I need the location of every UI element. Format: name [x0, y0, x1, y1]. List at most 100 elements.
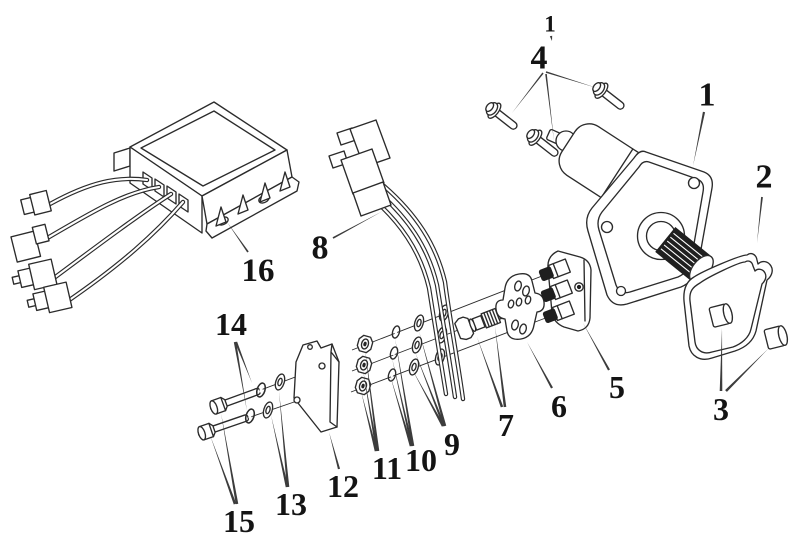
flange-bolt-hole — [687, 176, 701, 190]
leader-line — [719, 328, 723, 392]
rubber-plug — [763, 325, 789, 350]
bracket-hole — [318, 362, 326, 370]
wire-terminal-connector — [26, 281, 73, 314]
wire-terminal-connector — [20, 189, 52, 216]
leader-line — [415, 352, 446, 427]
flange-bolt — [588, 77, 630, 116]
part-number-13: 13 — [275, 486, 307, 522]
part-number-1: 1 — [544, 12, 556, 37]
leader-line — [392, 358, 414, 447]
leader-line — [549, 35, 553, 41]
bracket-hole — [293, 396, 301, 404]
module-fin — [259, 182, 271, 203]
contact-terminal-block — [537, 250, 592, 332]
leader-line — [210, 435, 237, 505]
plate-hole — [515, 297, 523, 307]
control-module — [113, 101, 300, 239]
module-fin — [215, 206, 227, 227]
hex-nut — [355, 333, 375, 355]
module-side-tab — [113, 147, 131, 172]
part-number-5: 5 — [609, 369, 625, 405]
flat-washer — [410, 335, 424, 355]
leader-line — [725, 348, 769, 392]
plate-hole — [518, 323, 528, 335]
plate-hole — [510, 319, 520, 331]
flat-washer — [412, 313, 426, 333]
terminal-flange-plate — [495, 272, 545, 340]
leader-line — [495, 326, 507, 408]
rubber-plugs — [708, 303, 789, 350]
leader-line — [512, 72, 544, 113]
module-wire-harness — [41, 176, 186, 306]
leader-line — [221, 413, 239, 505]
rubber-plug — [708, 303, 734, 328]
wire-terminal-connector — [10, 223, 50, 263]
leader-line — [363, 370, 379, 452]
module-mount-flange — [205, 176, 300, 239]
leader-line — [545, 73, 554, 141]
leader-line — [365, 349, 380, 452]
leader-line — [227, 222, 249, 253]
leader-line — [545, 71, 597, 88]
hex-nut — [354, 354, 374, 376]
leader-line — [412, 369, 445, 427]
bracket-fastener-group — [195, 340, 340, 442]
part-number-14: 14 — [215, 306, 247, 342]
flat-washer — [260, 400, 276, 420]
wire-terminal-connector — [11, 258, 58, 291]
leader-line — [271, 415, 289, 488]
block-detail-center — [576, 284, 582, 290]
leader-line — [583, 323, 610, 371]
plate-hole — [513, 280, 523, 292]
leader-lines — [210, 35, 769, 505]
spring-washer — [254, 381, 268, 399]
flange-bolt-hole — [600, 220, 614, 234]
bracket-hole — [307, 344, 313, 350]
leader-line — [757, 196, 763, 243]
spring-washer — [386, 367, 398, 383]
part-number-4: 4 — [531, 40, 548, 77]
plate-hole — [524, 295, 532, 305]
leader-line — [693, 111, 706, 166]
flat-washer — [272, 372, 288, 392]
spring-washer — [390, 324, 402, 340]
part-number-10: 10 — [405, 442, 437, 478]
spring-washer — [243, 407, 257, 425]
part-number-15: 15 — [223, 503, 255, 539]
part-number-2: 2 — [756, 159, 773, 196]
leader-line — [233, 341, 247, 411]
flange-bolt — [481, 97, 523, 136]
part-number-11: 11 — [372, 450, 402, 486]
part-number-8: 8 — [312, 230, 329, 267]
plate-hole — [507, 299, 515, 309]
module-fin — [279, 171, 291, 192]
stud-assembly — [454, 307, 510, 341]
leader-line — [329, 432, 341, 470]
module-top-inset — [140, 110, 276, 187]
leader-line — [361, 391, 378, 452]
part-number-6: 6 — [551, 388, 567, 424]
part-number-3: 3 — [713, 391, 729, 427]
module-fin — [237, 194, 249, 215]
starter-motor — [546, 123, 714, 306]
leader-line — [527, 342, 553, 389]
mounting-bracket — [293, 340, 340, 433]
module-front-face — [129, 146, 203, 234]
flange-bolt-hole — [615, 285, 627, 297]
harness-connectors — [10, 189, 73, 314]
leader-line — [332, 211, 383, 239]
part-number-7: 7 — [498, 407, 514, 443]
leader-line — [390, 375, 413, 447]
leader-line — [477, 337, 504, 408]
part-number-1: 1 — [699, 77, 716, 114]
leader-line — [279, 391, 290, 488]
plate-hole — [521, 285, 531, 297]
solenoid-connector — [328, 119, 466, 402]
part-number-12: 12 — [327, 468, 359, 504]
leader-line — [395, 338, 415, 447]
part-number-16: 16 — [242, 253, 275, 289]
part-number-9: 9 — [444, 426, 460, 462]
